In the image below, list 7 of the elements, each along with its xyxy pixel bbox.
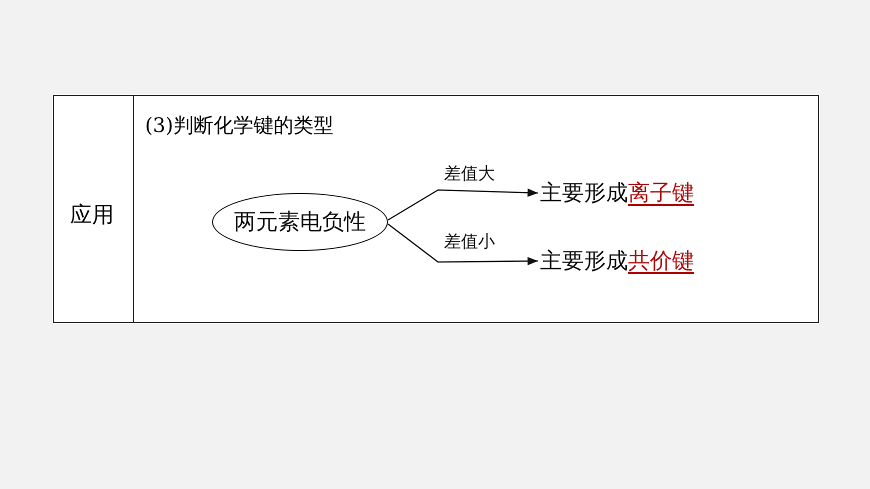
arrow bbox=[388, 223, 538, 266]
result-text: 主要形成离子键 bbox=[540, 176, 740, 210]
row-header: 应用 bbox=[70, 202, 114, 230]
result-text: 主要形成共价键 bbox=[540, 244, 740, 278]
arrow bbox=[388, 188, 538, 221]
section-heading: (3)判断化学键的类型 bbox=[145, 112, 334, 139]
ellipse-node: 两元素电负性 bbox=[212, 193, 388, 251]
